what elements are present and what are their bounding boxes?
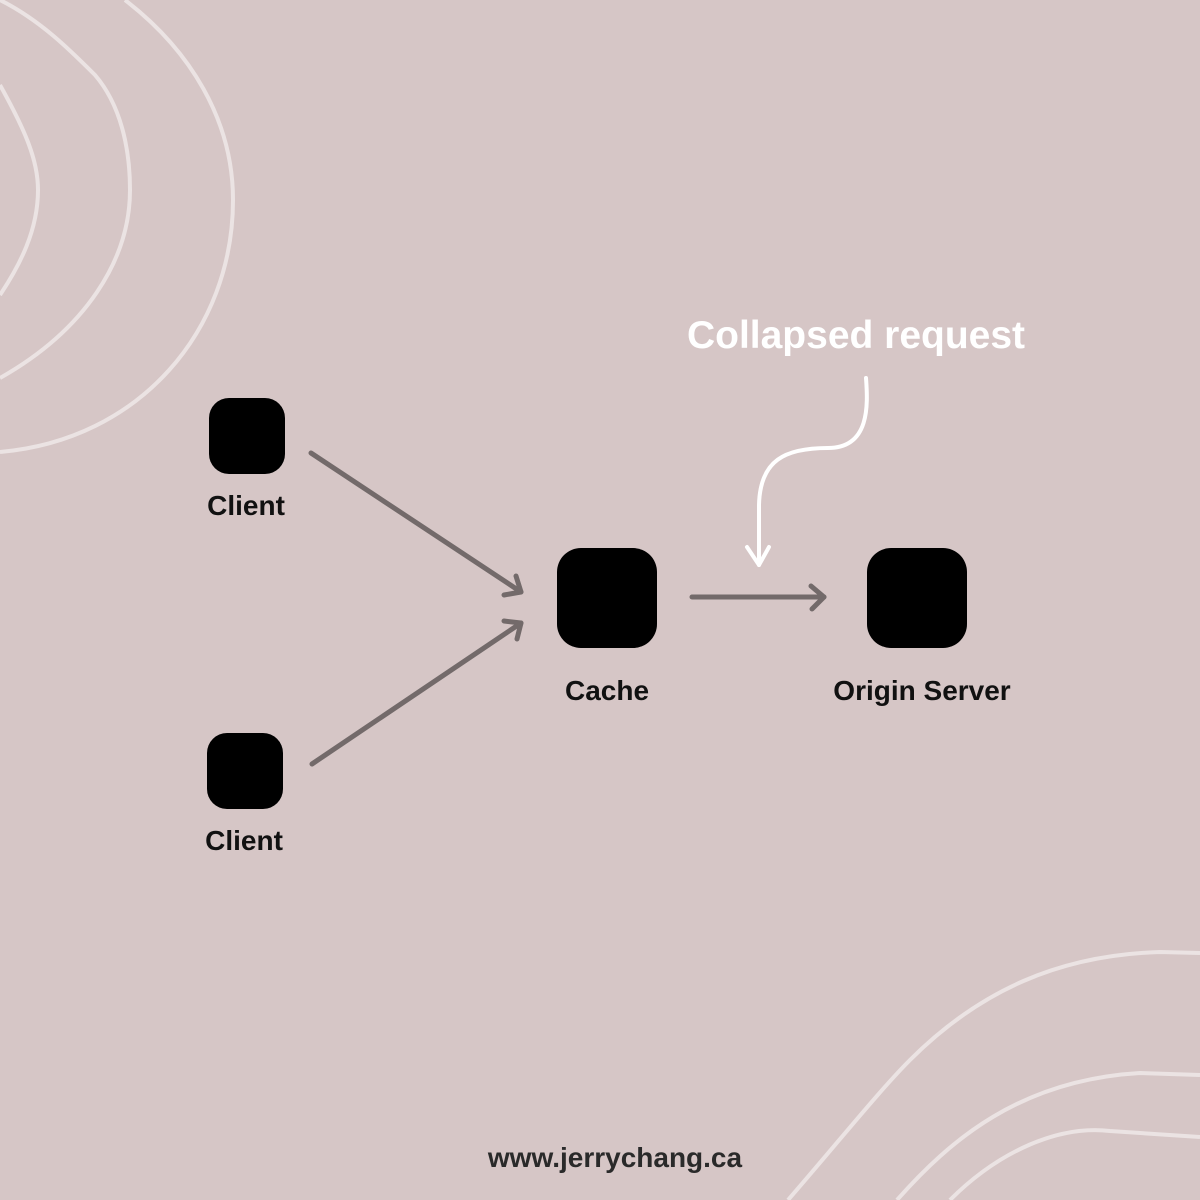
client-node-1 <box>209 398 285 474</box>
footer-website: www.jerrychang.ca <box>487 1142 743 1173</box>
collapsed-request-annotation: Collapsed request <box>686 314 1026 357</box>
arrow-client1-to-cache <box>308 450 524 598</box>
cache-label: Cache <box>564 675 650 706</box>
cache-node <box>557 548 657 648</box>
client-label-2: Client <box>205 825 283 856</box>
client-label-1: Client <box>207 490 285 521</box>
annotation-curved-arrow <box>745 376 869 567</box>
arrow-client2-to-cache <box>309 618 524 767</box>
client-node-2 <box>207 733 283 809</box>
arrow-cache-to-origin <box>689 583 827 612</box>
origin-server-label: Origin Server <box>833 675 1011 706</box>
origin-server-node <box>867 548 967 648</box>
